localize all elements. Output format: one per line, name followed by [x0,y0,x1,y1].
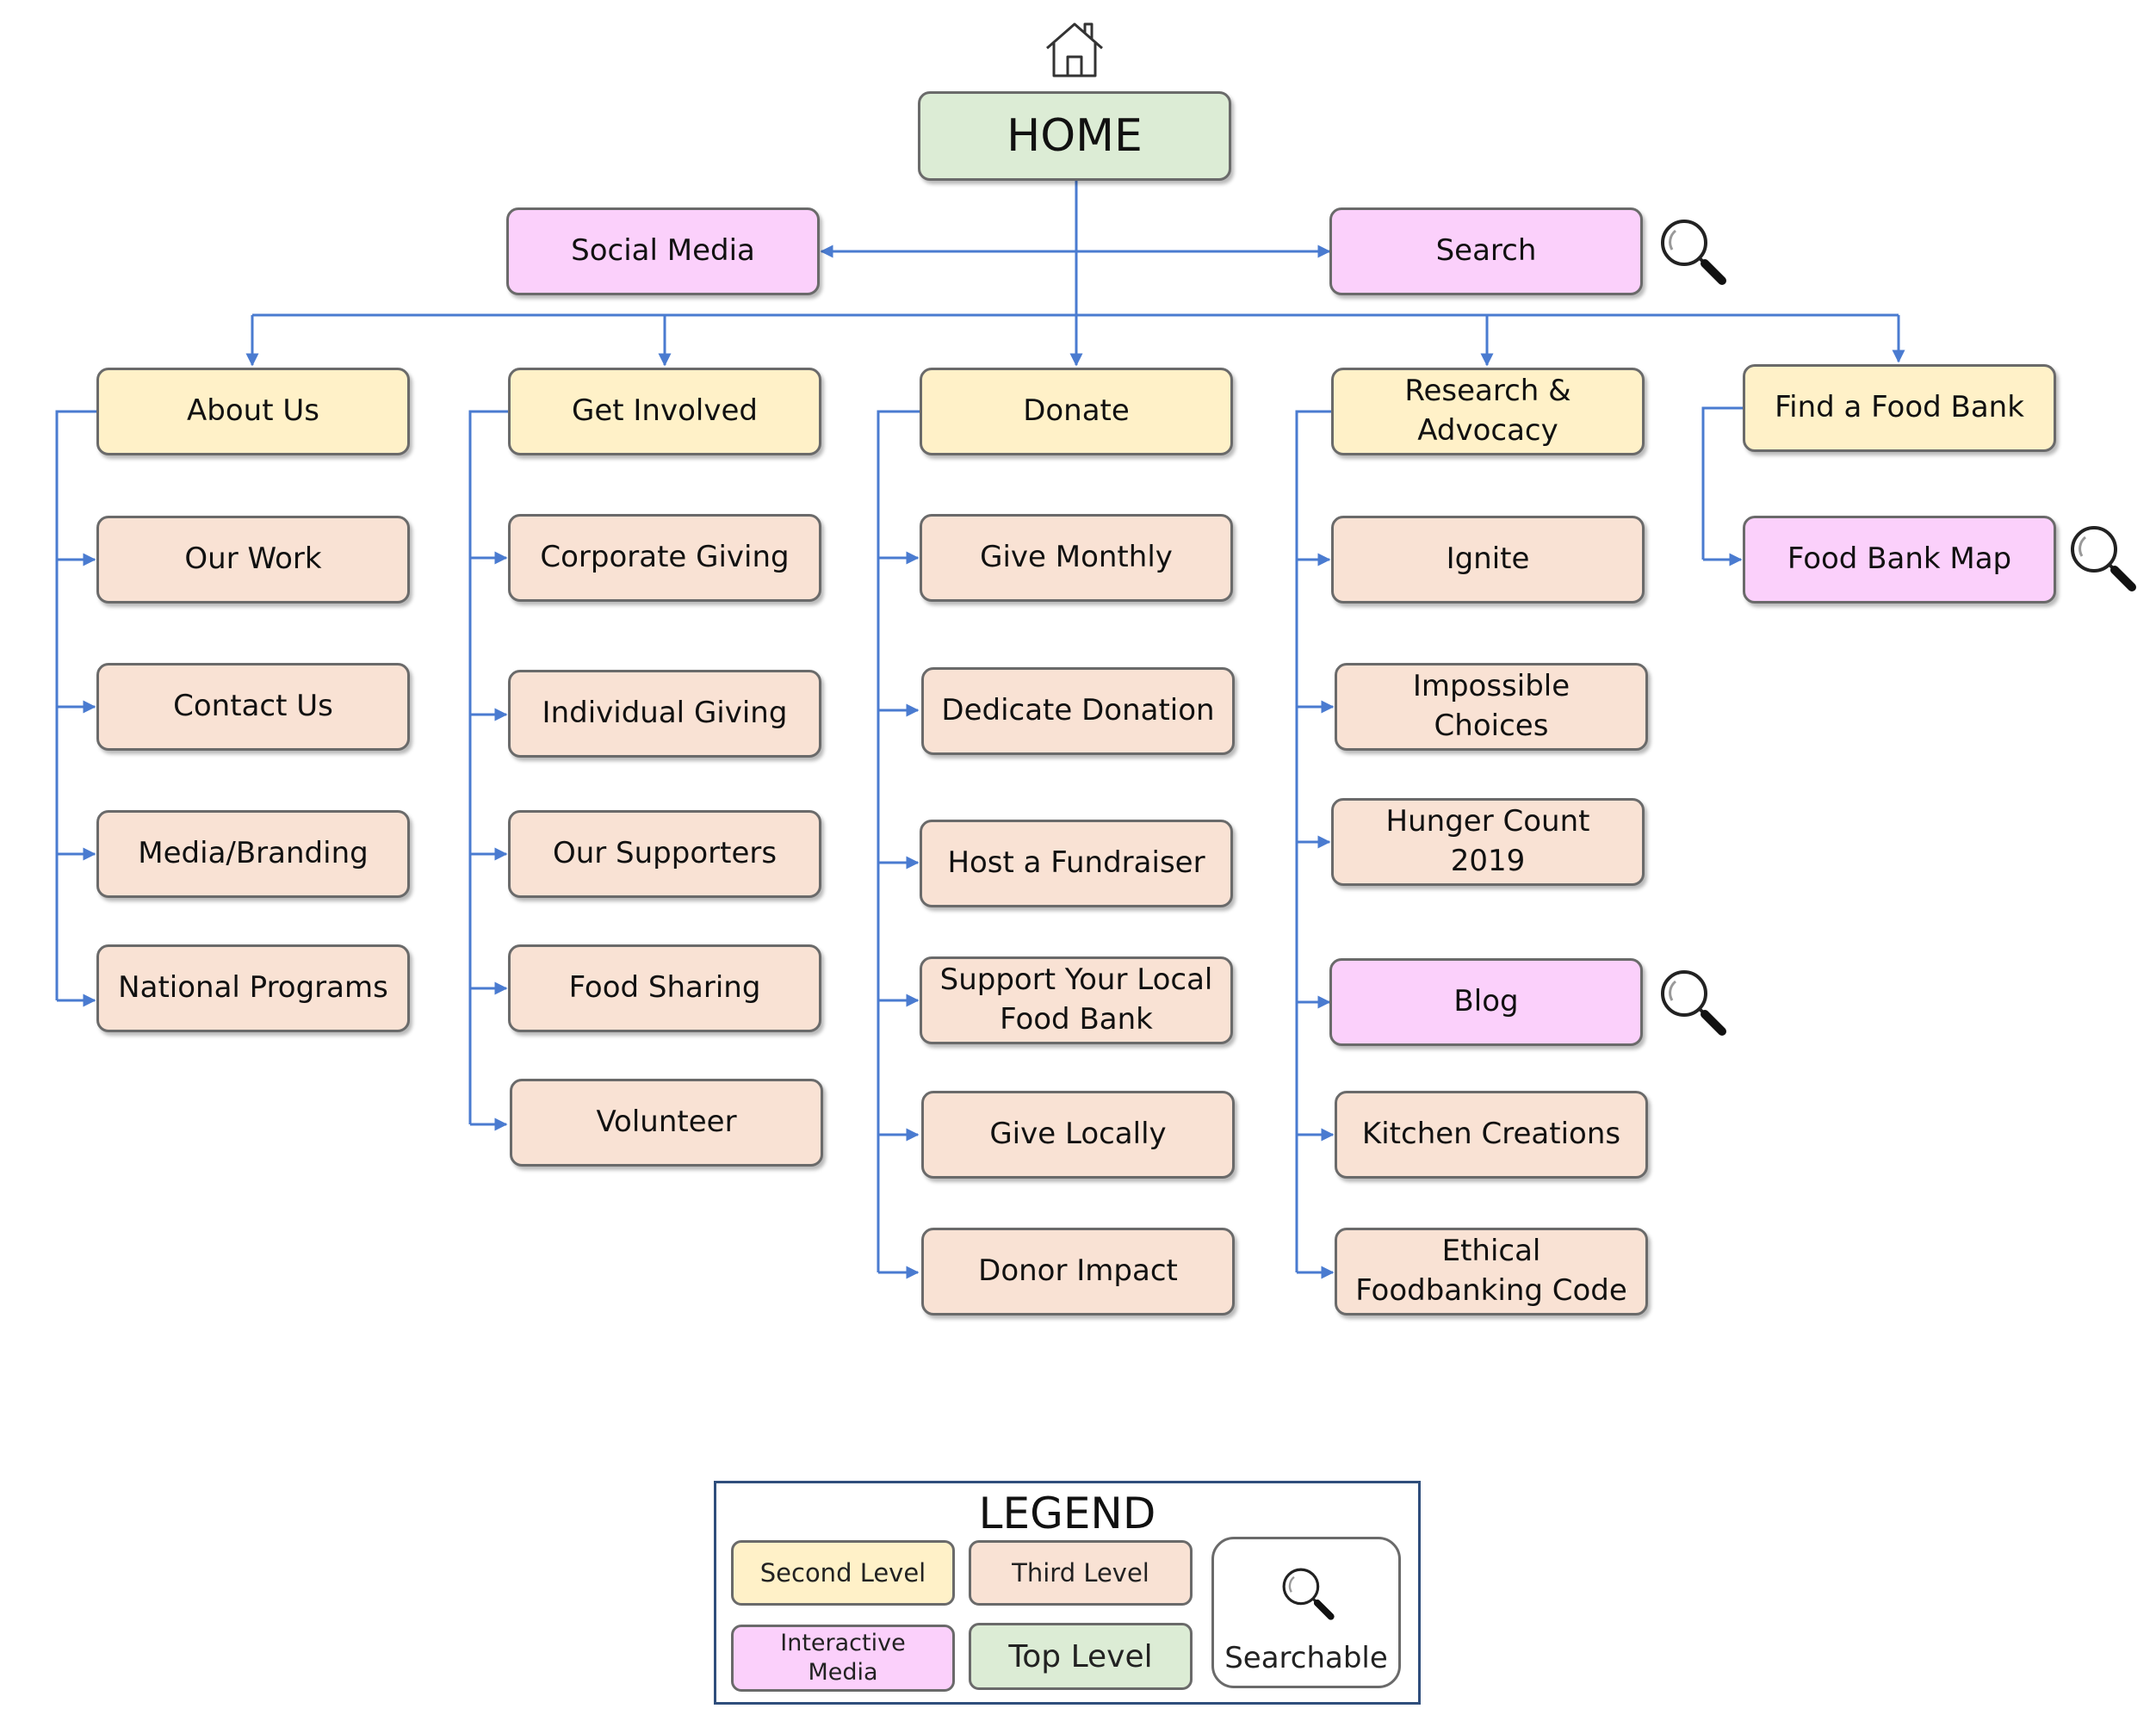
get-involved-node[interactable]: Get Involved [508,368,821,455]
magnifier-icon [2071,526,2136,591]
home-node[interactable]: HOME [918,91,1231,181]
our-supporters-node[interactable]: Our Supporters [508,810,821,898]
legend-top-level: Top Level [969,1623,1193,1690]
media-branding-node[interactable]: Media/Branding [96,810,410,898]
magnifier-icon [1282,1568,1335,1620]
ethical-foodbanking-code-node[interactable]: Ethical Foodbanking Code [1335,1228,1648,1315]
legend-searchable-label: Searchable [1224,1641,1388,1675]
corporate-giving-node[interactable]: Corporate Giving [508,514,821,602]
volunteer-node[interactable]: Volunteer [510,1079,823,1167]
research-advocacy-node[interactable]: Research & Advocacy [1331,368,1645,455]
contact-us-node[interactable]: Contact Us [96,663,410,751]
individual-giving-node[interactable]: Individual Giving [508,670,821,758]
impossible-choices-node[interactable]: Impossible Choices [1335,663,1648,751]
legend-second-level: Second Level [731,1540,955,1606]
magnifier-icon [1661,970,1726,1036]
legend-interactive-media: Interactive Media [731,1625,955,1692]
find-a-food-bank-node[interactable]: Find a Food Bank [1743,364,2056,452]
magnifier-icon [1661,220,1726,285]
donor-impact-node[interactable]: Donor Impact [921,1228,1235,1315]
social-media-node[interactable]: Social Media [506,207,820,295]
food-sharing-node[interactable]: Food Sharing [508,944,821,1032]
ignite-node[interactable]: Ignite [1331,516,1645,604]
kitchen-creations-node[interactable]: Kitchen Creations [1335,1091,1648,1179]
donate-node[interactable]: Donate [920,368,1233,455]
food-bank-map-node[interactable]: Food Bank Map [1743,516,2056,604]
about-us-node[interactable]: About Us [96,368,410,455]
our-work-node[interactable]: Our Work [96,516,410,604]
give-monthly-node[interactable]: Give Monthly [920,514,1233,602]
support-your-local-food-bank-node[interactable]: Support Your Local Food Bank [920,956,1233,1044]
blog-node[interactable]: Blog [1329,958,1643,1046]
give-locally-node[interactable]: Give Locally [921,1091,1235,1179]
dedicate-donation-node[interactable]: Dedicate Donation [921,667,1235,755]
search-node[interactable]: Search [1329,207,1643,295]
legend: LEGEND Second Level Third Level Interact… [714,1481,1421,1705]
home-icon [1046,22,1103,77]
legend-third-level: Third Level [969,1540,1193,1606]
hunger-count-2019-node[interactable]: Hunger Count 2019 [1331,798,1645,886]
legend-title: LEGEND [978,1489,1156,1538]
legend-searchable: Searchable [1211,1537,1401,1688]
host-a-fundraiser-node[interactable]: Host a Fundraiser [920,820,1233,907]
national-programs-node[interactable]: National Programs [96,944,410,1032]
